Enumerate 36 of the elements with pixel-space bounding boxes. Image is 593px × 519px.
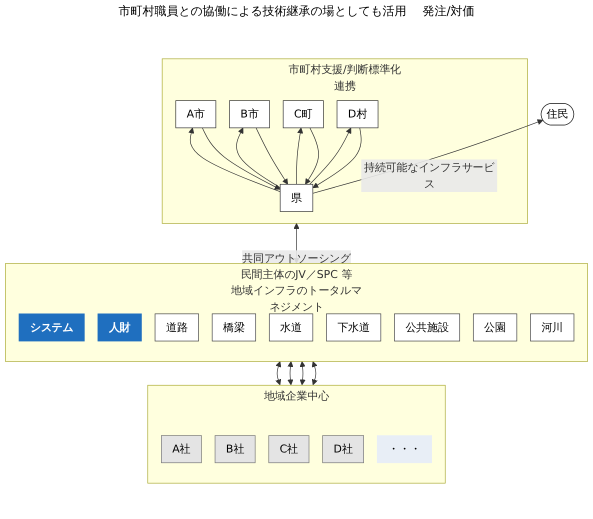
node-box: 下水道 (326, 314, 382, 342)
arrow (256, 128, 288, 185)
arrow (275, 361, 282, 386)
arrow (300, 361, 306, 386)
arrow (312, 128, 362, 188)
node-box: 県 (280, 184, 314, 212)
node-box: 道路 (154, 314, 199, 342)
arrow (312, 361, 318, 386)
note-text: 市町村職員との協働による技術継承の場としても活用 (118, 3, 406, 20)
node-box: 公園 (472, 314, 518, 342)
node-box: ・・・ (376, 435, 432, 464)
node-box: B市 (229, 100, 270, 128)
edge-label: 共同アウトソーシング (242, 252, 351, 265)
arrow (188, 128, 281, 192)
node-box: B社 (214, 435, 256, 464)
node-box: 人財 (98, 314, 142, 342)
edge-label: 持続可能なインフラサービス (364, 160, 494, 190)
node-box: システム (18, 314, 85, 342)
arrow (202, 128, 280, 190)
arrow (296, 128, 304, 185)
arrow (305, 128, 319, 185)
node-box: 橋梁 (212, 314, 256, 342)
node-box: A社 (161, 435, 202, 464)
arrow (309, 128, 352, 185)
node-box: C町 (282, 100, 324, 128)
node-box: 公共施設 (394, 314, 460, 342)
node-box: 河川 (530, 314, 574, 342)
node-box: 水道 (268, 314, 314, 342)
node-box: A市 (175, 100, 216, 128)
arrow (312, 119, 544, 194)
note-text: 発注/対価 (422, 3, 475, 20)
arrow (236, 128, 281, 188)
node-box: D村 (336, 100, 378, 128)
arrow (287, 361, 294, 386)
node-box: D社 (322, 435, 364, 464)
node-box: C社 (268, 435, 310, 464)
